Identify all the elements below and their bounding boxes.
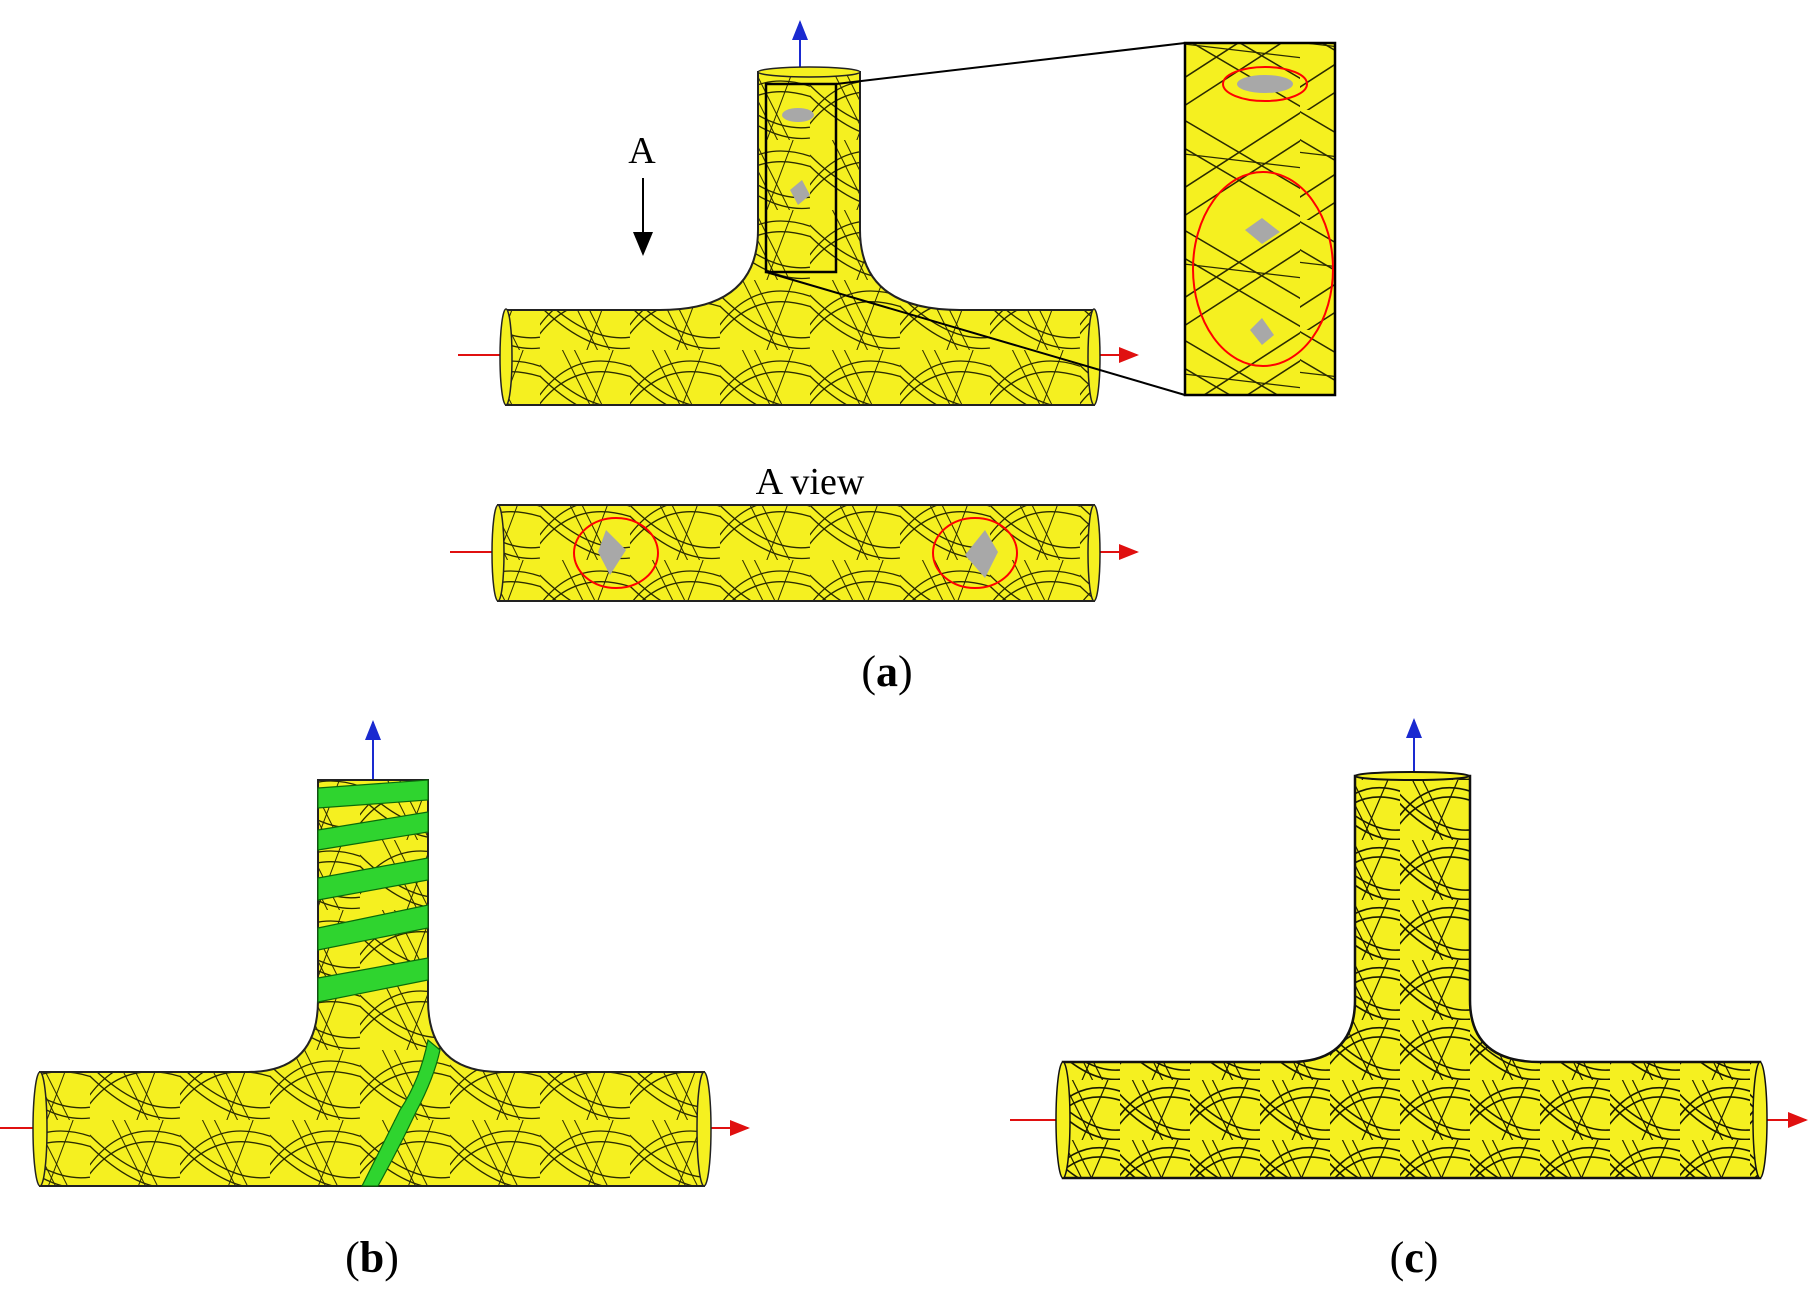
a-view-gap: [598, 530, 626, 575]
defect-circle: [1222, 66, 1308, 102]
branch-end-cap: [1354, 771, 1470, 781]
zoom-detail: [1183, 41, 1337, 397]
caption-c: (c): [1390, 1233, 1439, 1282]
detail-gap: [1250, 318, 1274, 345]
a-view-label: A view: [756, 461, 865, 503]
main-end-cap-left: [32, 1071, 48, 1187]
panel-b: (b): [0, 720, 750, 1282]
caption-b: (b): [345, 1233, 399, 1282]
main-end-cap-right: [696, 1071, 712, 1187]
t-joint-body: [1061, 774, 1762, 1180]
a-view-gap: [965, 530, 998, 578]
defect-circle: [573, 517, 659, 589]
a-view-end-cap-right: [1087, 504, 1101, 602]
zoom-line-top: [835, 42, 1186, 85]
zoom-line-bottom: [765, 271, 1186, 396]
branch-gap: [790, 180, 810, 205]
t-joint-body: [505, 71, 1095, 406]
main-end-cap-right: [1752, 1061, 1768, 1179]
defect-circle: [1192, 171, 1334, 367]
zoom-region-box: [764, 82, 838, 274]
a-view-tube: [497, 504, 1095, 602]
main-end-cap-right: [1087, 308, 1101, 406]
defect-circle: [932, 517, 1018, 589]
caption-a: (a): [861, 647, 912, 696]
main-end-cap-left: [1055, 1061, 1071, 1179]
branch-gap: [782, 108, 814, 122]
helical-winding: [317, 779, 441, 1187]
panel-c: (c): [1010, 718, 1808, 1282]
a-view-end-cap-left: [491, 504, 505, 602]
panel-a: A A view (a): [450, 20, 1337, 696]
branch-end-cap: [757, 66, 861, 78]
main-end-cap-left: [499, 308, 513, 406]
detail-gap: [1245, 218, 1280, 244]
view-direction-label: A: [628, 130, 656, 172]
detail-gap: [1237, 75, 1293, 93]
